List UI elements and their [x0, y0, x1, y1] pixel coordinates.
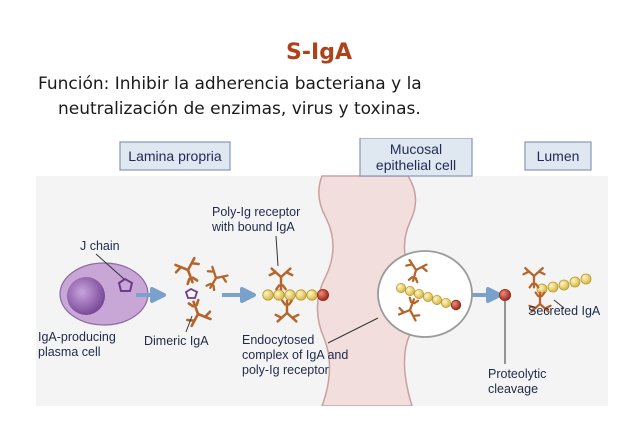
header-box-lamina-propria: [119, 141, 231, 171]
slide-title: S-IgA: [286, 40, 352, 65]
header-box-lumen: [524, 141, 592, 171]
secreted-iga-label: Secreted IgA: [528, 304, 601, 318]
mucosal-label-line-2: epithelial cell: [376, 157, 456, 173]
secreted-pointer: [553, 299, 565, 309]
poly-ig-receptor-chain: [262, 288, 329, 301]
j-chain-icon: [117, 277, 134, 292]
proteolytic-label-line-1: Proteolytic: [488, 367, 546, 381]
endocytosed-label-line-1: Endocytosed: [242, 333, 314, 347]
header-box-mucosal: [359, 138, 473, 177]
subtitle-line-2: neutralización de enzimas, virus y toxin…: [58, 99, 421, 119]
slide-subtitle: Función: Inhibir la adherencia bacterian…: [38, 72, 618, 122]
plasma-cell-nucleus: [67, 277, 105, 315]
dimeric-pointer: [185, 315, 193, 333]
poly-receptor-pointer: [275, 235, 279, 267]
vesicle-receptor-chain: [395, 282, 462, 311]
lamina-propria-label: Lamina propria: [128, 148, 222, 164]
j-chain-pointer: [95, 253, 125, 280]
plasma-cell-label-line-1: IgA-producing: [38, 330, 116, 344]
cleavage-dot: [498, 288, 511, 301]
iga-transcytosis-diagram: Lamina propria Mucosal epithelial cell L…: [36, 138, 608, 406]
epithelial-cell: [316, 175, 420, 406]
arrow-3-icon: [471, 287, 502, 303]
j-chain-label: J chain: [80, 239, 120, 253]
dimeric-j-chain-icon: [184, 287, 199, 299]
lumen-label: Lumen: [537, 148, 580, 164]
endocytosed-label-line-2: complex of IgA and: [242, 348, 348, 362]
poly-ig-label-line-1: Poly-Ig receptor: [212, 205, 300, 219]
endocytosed-pointer: [327, 317, 379, 344]
mucosal-label-line-1: Mucosal: [390, 141, 442, 157]
secreted-receptor-chain: [536, 273, 592, 295]
poly-ig-label-line-2: with bound IgA: [211, 220, 295, 234]
endocytosed-label-line-3: poly-Ig receptor: [242, 363, 329, 377]
arrow-2-icon: [222, 287, 256, 303]
proteolytic-label-line-2: cleavage: [488, 382, 538, 396]
arrow-1-icon: [136, 287, 166, 303]
subtitle-line-1: Función: Inhibir la adherencia bacterian…: [38, 74, 422, 94]
dimeric-iga-label: Dimeric IgA: [144, 334, 209, 348]
plasma-cell-label-line-2: plasma cell: [38, 345, 101, 359]
